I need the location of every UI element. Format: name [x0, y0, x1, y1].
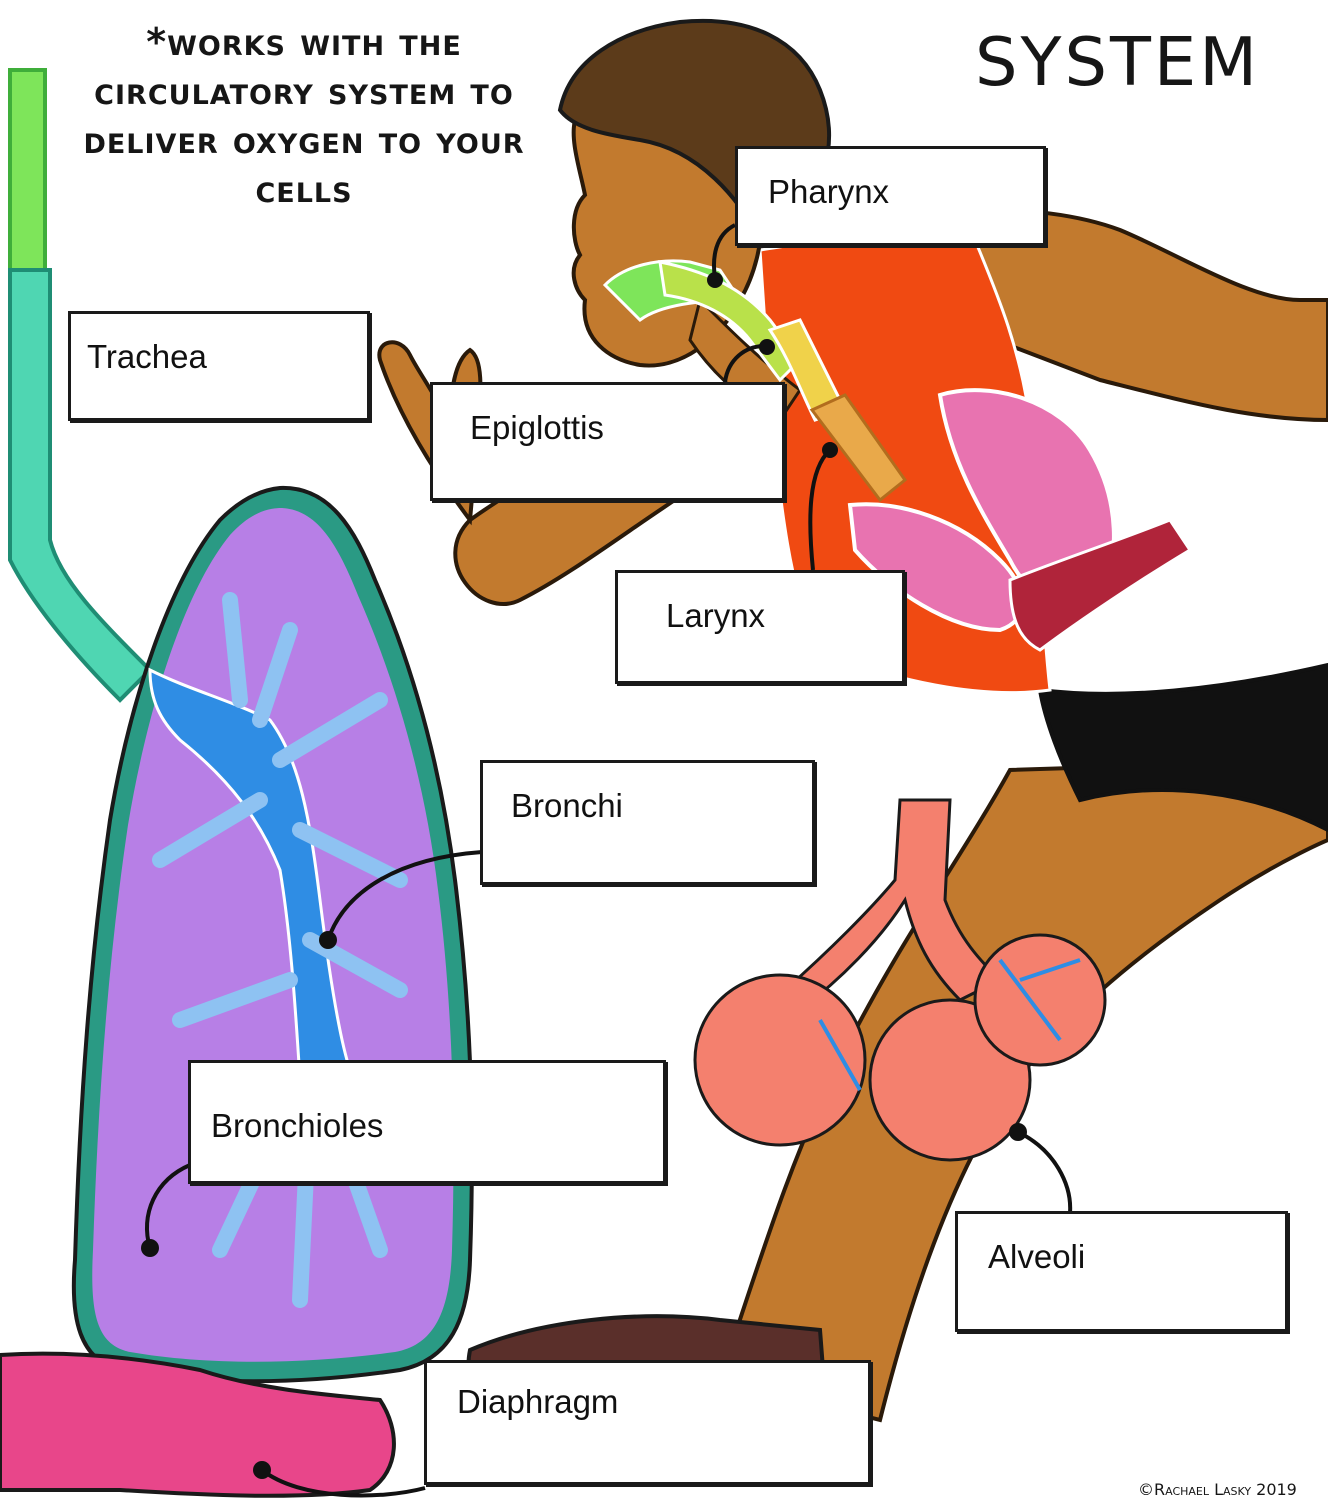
credit-text: ©Rachael Lasky 2019	[1138, 1480, 1297, 1499]
dot-pharynx	[707, 272, 723, 288]
label-box-bronchioles[interactable]: Bronchioles	[188, 1060, 666, 1184]
dot-bronchi	[319, 931, 337, 949]
dot-larynx	[822, 442, 838, 458]
label-box-epiglottis[interactable]: Epiglottis	[430, 382, 785, 501]
dot-bronchioles	[141, 1239, 159, 1257]
label-box-pharynx[interactable]: Pharynx	[735, 146, 1046, 246]
leader-alveoli	[1018, 1132, 1070, 1213]
dot-alveoli	[1009, 1123, 1027, 1141]
large-lung	[74, 488, 472, 1381]
page-title: system	[975, 0, 1260, 112]
label-box-diaphragm[interactable]: Diaphragm	[424, 1360, 871, 1485]
alveoli-sac	[695, 975, 865, 1145]
note-text: *works with the circulatory system to de…	[64, 18, 544, 214]
alveoli-sac	[975, 935, 1105, 1065]
dot-epiglottis	[759, 339, 775, 355]
label-box-larynx[interactable]: Larynx	[615, 570, 905, 684]
label-box-alveoli[interactable]: Alveoli	[955, 1211, 1288, 1332]
label-box-trachea[interactable]: Trachea	[68, 311, 370, 421]
dot-diaphragm	[253, 1461, 271, 1479]
label-box-bronchi[interactable]: Bronchi	[480, 760, 815, 885]
trachea-green-segment	[10, 70, 45, 270]
